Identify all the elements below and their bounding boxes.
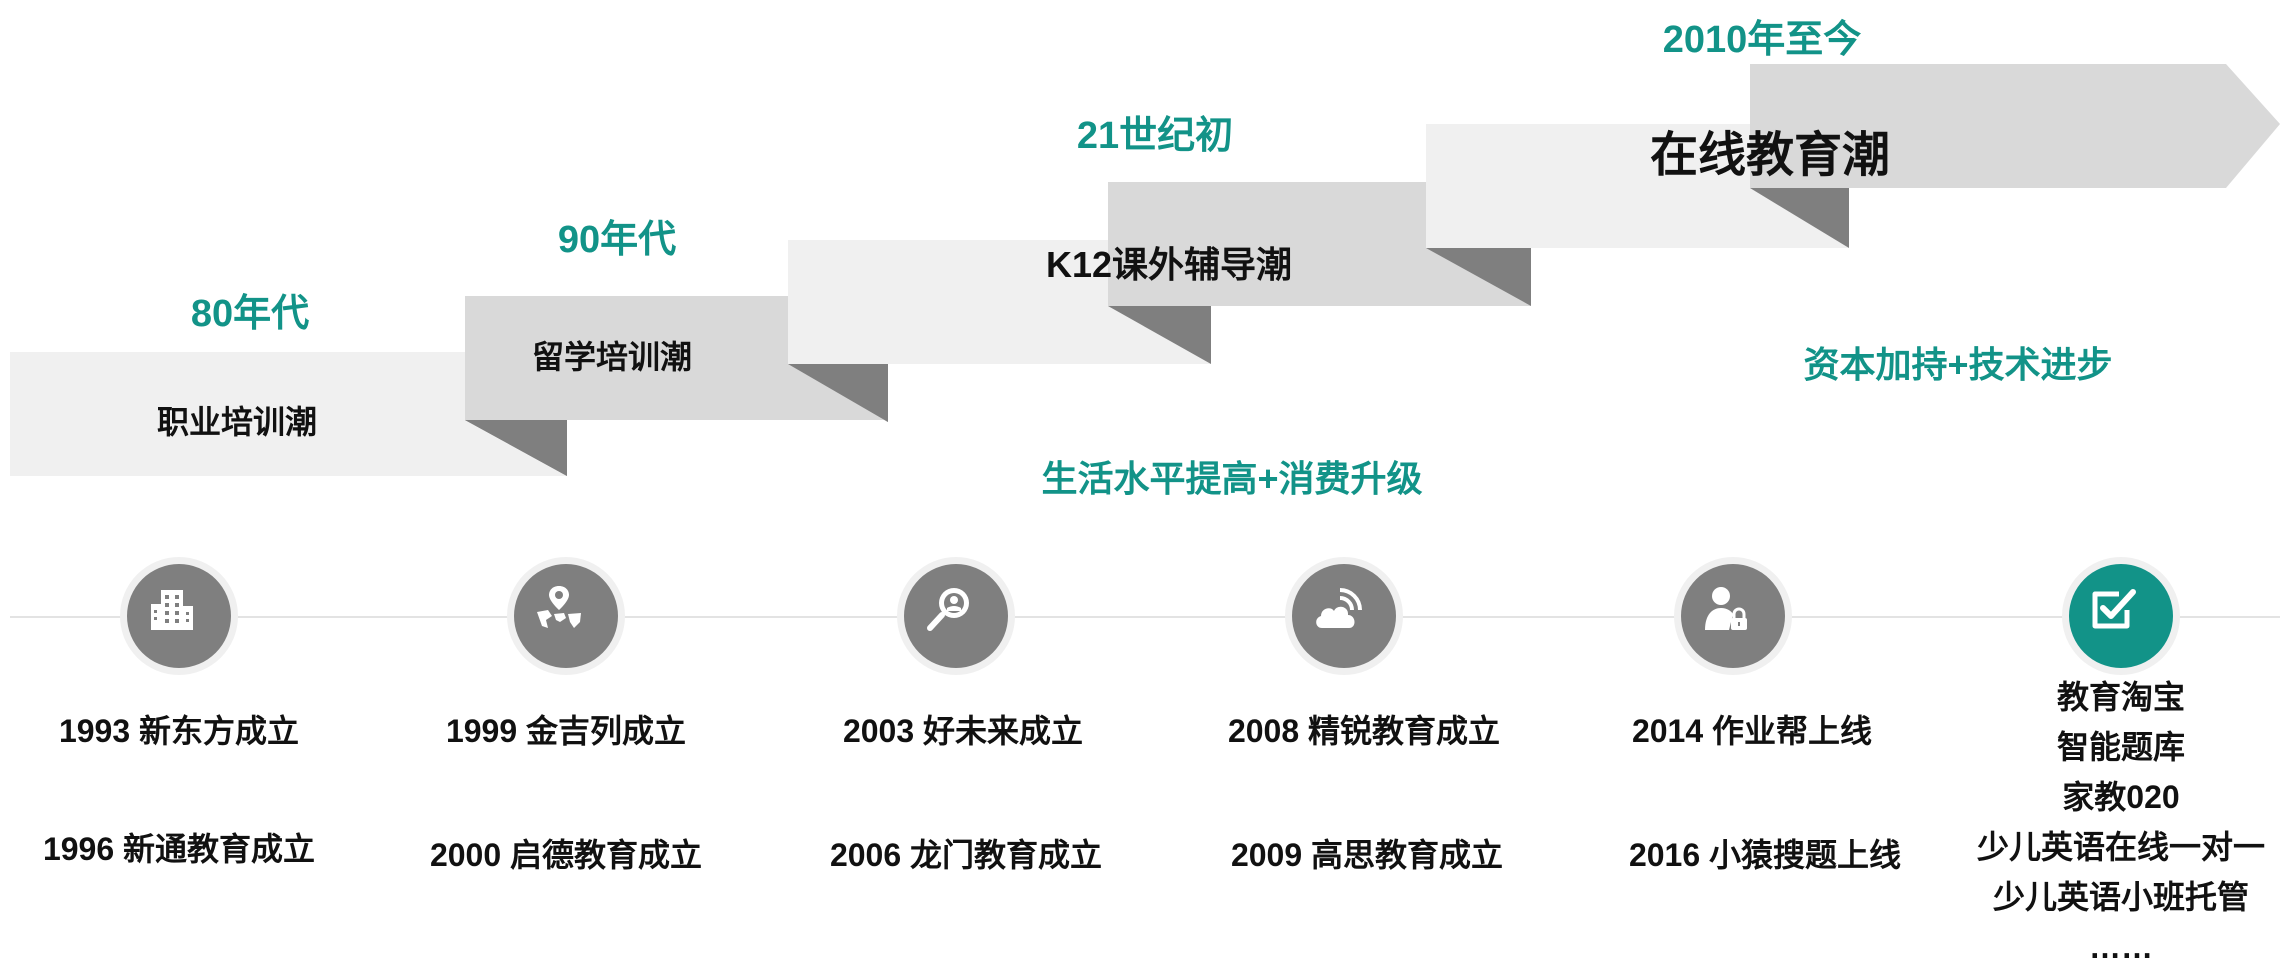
world-map-pin-icon xyxy=(537,586,581,628)
education-waves-staircase xyxy=(10,64,2280,476)
event-1999: 1999 金吉列成立 xyxy=(445,713,687,749)
band-3-corner xyxy=(788,364,888,422)
event-2003: 2003 好未来成立 xyxy=(842,713,1084,749)
event-2014: 2014 作业帮上线 xyxy=(1631,713,1873,749)
wave-study-abroad: 留学培训潮 xyxy=(531,339,693,375)
band-5-corner xyxy=(1426,248,1531,306)
event-2000: 2000 启德教育成立 xyxy=(429,837,703,873)
wave-k12-tutoring: K12课外辅导潮 xyxy=(1045,244,1293,285)
recent-item: 少儿英语小班托管 xyxy=(1992,879,2250,915)
event-1993: 1993 新东方成立 xyxy=(58,713,300,749)
event-2008: 2008 精锐教育成立 xyxy=(1227,713,1501,749)
recent-item: 家教020 xyxy=(2062,779,2180,815)
building-icon xyxy=(151,590,193,630)
search-icon xyxy=(927,588,969,631)
band-2-corner xyxy=(465,420,567,476)
wave-vocational: 职业培训潮 xyxy=(156,404,318,440)
checkbox-icon xyxy=(2092,589,2136,629)
era-90s: 90年代 xyxy=(557,219,677,261)
timeline-node-2 xyxy=(507,557,625,675)
timeline-node-1 xyxy=(120,557,238,675)
recent-item: …… xyxy=(2088,929,2153,965)
band-6-arrow xyxy=(1750,64,2280,188)
timeline-node-6 xyxy=(2062,557,2180,675)
timeline-axis xyxy=(10,616,2280,618)
timeline-node-4 xyxy=(1285,557,1403,675)
era-early-2000s: 21世纪初 xyxy=(1076,115,1234,157)
era-80s: 80年代 xyxy=(190,293,310,335)
driver-capital-technology: 资本加持+技术进步 xyxy=(1803,344,2113,385)
recent-item: 少儿英语在线一对一 xyxy=(1976,829,2266,865)
event-1996: 1996 新通教育成立 xyxy=(42,831,316,867)
band-4-corner xyxy=(1108,306,1211,364)
recent-items-list: 教育淘宝 智能题库 家教020 少儿英语在线一对一 少儿英语小班托管 …… xyxy=(1977,672,2265,972)
event-2016: 2016 小猿搜题上线 xyxy=(1628,837,1902,873)
event-2006: 2006 龙门教育成立 xyxy=(829,837,1103,873)
cloud-signal-icon xyxy=(1316,588,1362,628)
band-6-corner xyxy=(1750,188,1849,248)
recent-item: 教育淘宝 xyxy=(2056,679,2186,715)
timeline-node-5 xyxy=(1674,557,1792,675)
event-2009: 2009 高思教育成立 xyxy=(1230,837,1504,873)
timeline-node-3 xyxy=(897,557,1015,675)
driver-consumption-upgrade: 生活水平提高+消费升级 xyxy=(1041,458,1423,499)
era-2010-present: 2010年至今 xyxy=(1662,19,1862,61)
wave-online-education: 在线教育潮 xyxy=(1649,129,1891,182)
user-lock-icon xyxy=(1705,587,1747,630)
recent-item: 智能题库 xyxy=(2056,729,2186,765)
